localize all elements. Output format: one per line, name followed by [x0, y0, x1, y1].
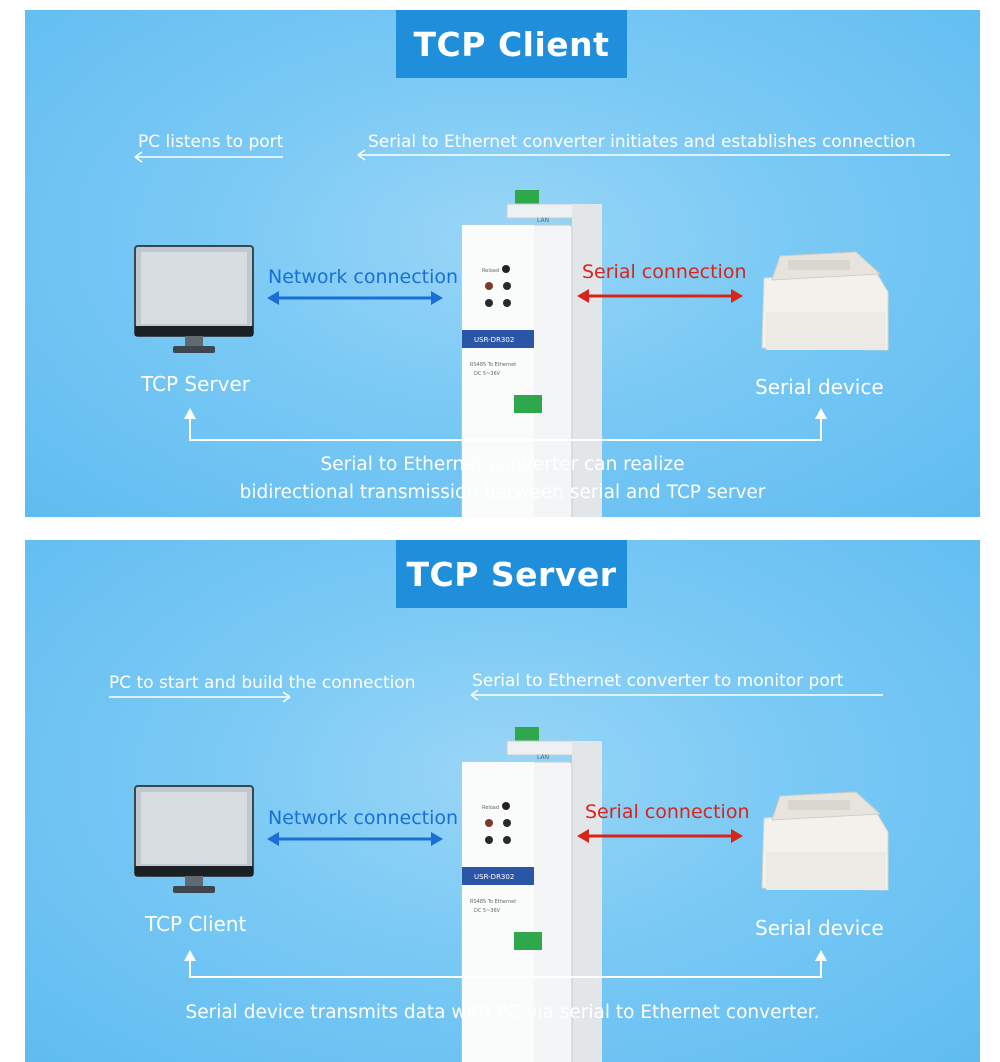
printer-icon — [761, 791, 889, 891]
pc-label: TCP Server — [141, 372, 251, 396]
caption-line-1: Serial to Ethernet converter can realize — [320, 454, 685, 475]
converter-power: DC 5~36V — [474, 908, 501, 914]
note-underline-left — [109, 691, 291, 703]
serial-connection-label: Serial connection — [582, 261, 747, 283]
note-right: Serial to Ethernet converter initiates a… — [368, 132, 916, 152]
converter-reload: Reload — [482, 268, 499, 274]
caption-line-2: bidirectional transmission between seria… — [239, 482, 766, 503]
network-connection-label: Network connection — [268, 807, 459, 829]
serial-connection-label: Serial connection — [585, 801, 750, 823]
serial-arrow — [577, 829, 743, 843]
section-title: TCP Client — [396, 10, 627, 78]
device-label: Serial device — [755, 916, 884, 940]
note-underline-right — [470, 689, 883, 701]
pc-label: TCP Client — [145, 912, 247, 936]
section-title: TCP Server — [396, 540, 627, 608]
note-left: PC listens to port — [138, 132, 284, 152]
diagram-graphics: USR-DR302 RS485 To Ethernet DC 5~36V Rel… — [109, 689, 889, 1062]
caption: Serial to Ethernet converter can realize… — [25, 451, 980, 507]
serial-ethernet-converter: USR-DR302 RS485 To Ethernet DC 5~36V Rel… — [461, 727, 602, 1062]
converter-model: RS485 To Ethernet — [470, 899, 516, 905]
device-label: Serial device — [755, 375, 884, 399]
bidirectional-loop-arrow — [184, 408, 827, 441]
caption: Serial device transmits data with PC via… — [25, 999, 980, 1027]
converter-reload: Reload — [482, 805, 499, 811]
network-arrow — [267, 291, 443, 305]
serial-arrow — [577, 289, 743, 303]
converter-port: LAN — [537, 754, 549, 761]
tcp-client-panel: TCP Client — [25, 10, 980, 517]
converter-power: DC 5~36V — [474, 371, 501, 377]
note-left: PC to start and build the connection — [109, 673, 416, 693]
converter-brand: USR-DR302 — [474, 873, 514, 881]
printer-icon — [761, 251, 889, 351]
computer-monitor-icon — [134, 245, 254, 353]
note-right: Serial to Ethernet converter to monitor … — [472, 671, 844, 691]
computer-monitor-icon — [134, 785, 254, 893]
bidirectional-loop-arrow — [184, 950, 827, 978]
note-underline-left — [134, 151, 283, 163]
serial-ethernet-converter: USR-DR302 RS485 To Ethernet DC 5~36V Rel… — [461, 190, 602, 517]
converter-port: LAN — [537, 217, 549, 224]
network-arrow — [267, 832, 443, 846]
converter-brand: USR-DR302 — [474, 336, 514, 344]
tcp-server-panel: TCP Server US — [25, 540, 980, 1062]
diagram-graphics: USR-DR302 RS485 To Ethernet DC 5~36V Rel… — [134, 149, 950, 517]
caption-line-1: Serial device transmits data with PC via… — [185, 1002, 820, 1023]
network-connection-label: Network connection — [268, 266, 459, 288]
note-underline-right — [357, 149, 950, 161]
converter-model: RS485 To Ethernet — [470, 362, 516, 368]
